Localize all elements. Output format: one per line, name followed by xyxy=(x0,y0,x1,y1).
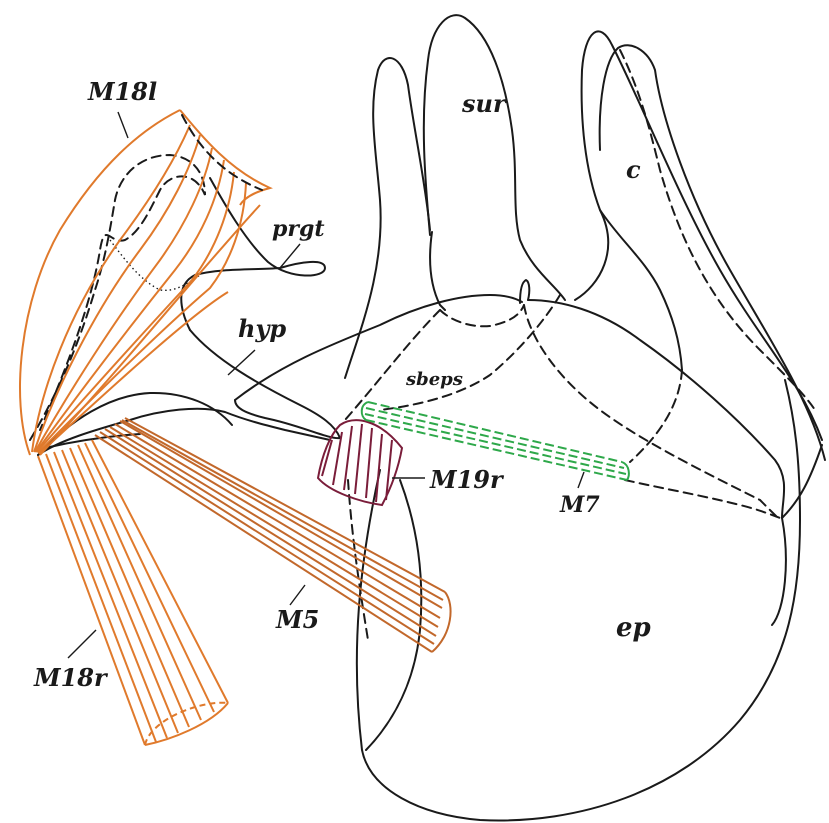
ridge-knob xyxy=(520,280,529,303)
ep-body xyxy=(357,380,800,820)
m18l-outer-edge xyxy=(20,110,180,455)
m5-fiber-1 xyxy=(100,432,434,644)
label-sur: sur xyxy=(461,89,508,118)
sbeps-ridge xyxy=(235,295,522,400)
m5-fiber-2 xyxy=(105,429,436,636)
m7-lower-dash xyxy=(625,480,780,518)
m18l-fiber-3 xyxy=(35,148,212,452)
muscle-m5 xyxy=(95,418,451,652)
ep-right-rim xyxy=(772,445,822,625)
hyp-plate xyxy=(190,330,340,438)
sbeps-dash-b xyxy=(630,370,682,462)
sbeps-dash-left xyxy=(440,305,524,326)
sbeps-dash-a xyxy=(524,305,780,520)
c-outer-lobe xyxy=(575,31,822,440)
m5-fiber-5 xyxy=(120,421,442,608)
m5-end-cap xyxy=(432,592,451,652)
label-ep: ep xyxy=(616,613,651,643)
sur-inner-edge xyxy=(430,232,445,310)
muscle-m18l xyxy=(20,110,270,455)
m7-cap-right xyxy=(622,462,629,480)
m18l-fiber-2 xyxy=(34,135,200,452)
c-dash xyxy=(620,50,815,410)
leader-m18l xyxy=(118,112,128,138)
m19r-fiber-2 xyxy=(333,432,342,485)
m19r-fiber-4 xyxy=(355,424,362,494)
label-m7: M7 xyxy=(559,492,600,518)
m19r-fiber-5 xyxy=(366,428,372,498)
label-m5: M5 xyxy=(275,605,319,634)
m7-line-2 xyxy=(366,408,624,468)
m5-fiber-6 xyxy=(122,420,443,600)
label-c: c xyxy=(626,155,641,184)
m7-line-1 xyxy=(368,402,622,462)
m18r-end-dash xyxy=(145,703,228,745)
label-prgt: prgt xyxy=(272,216,325,242)
label-sbeps: sbeps xyxy=(405,369,463,390)
label-m19r: M19r xyxy=(429,465,505,494)
labels: M18l sur c prgt hyp sbeps M19r M7 M5 ep … xyxy=(33,77,651,692)
m7-cap-left xyxy=(362,402,368,420)
muscle-m18r xyxy=(38,440,228,745)
sur-left-lobe xyxy=(345,58,430,378)
label-hyp: hyp xyxy=(238,314,286,343)
sbeps-ridge-right xyxy=(528,300,784,518)
leader-m7 xyxy=(578,472,584,488)
m19r-fiber-6 xyxy=(376,434,382,502)
label-m18l: M18l xyxy=(87,77,157,106)
leader-m5 xyxy=(290,585,305,605)
sbeps-dash-mid xyxy=(345,310,440,420)
leader-m18r xyxy=(68,630,96,658)
c-neck xyxy=(600,210,682,370)
m18r-end-cap xyxy=(145,703,228,745)
label-m18r: M18r xyxy=(33,663,109,692)
leader-hyp xyxy=(228,350,255,375)
muscle-m19r xyxy=(318,420,402,505)
m5-edge-top xyxy=(125,418,445,592)
sur-main-lobe xyxy=(424,15,565,300)
prgt-process xyxy=(181,178,325,330)
